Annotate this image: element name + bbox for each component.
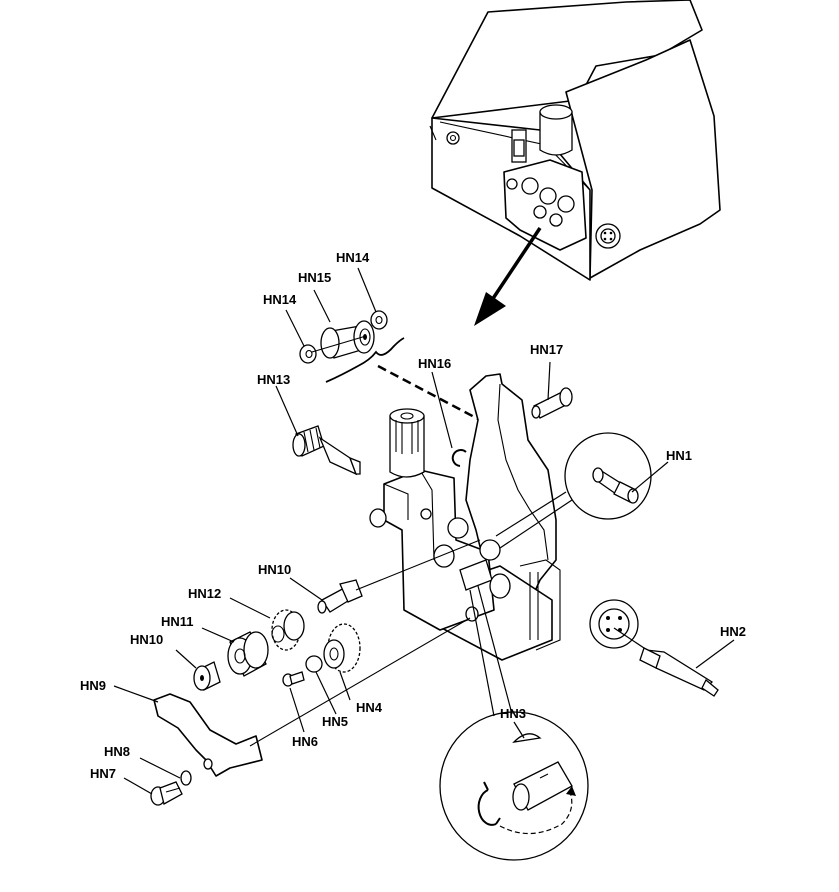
label-hn9: HN9: [80, 678, 106, 693]
label-hn3: HN3: [500, 706, 526, 721]
wire-feeder-assembly: [369, 373, 561, 661]
label-hn5: HN5: [322, 714, 348, 729]
label-hn15: HN15: [298, 270, 331, 285]
detail-arrow: [474, 227, 542, 326]
detail-circle-hn3: [439, 585, 589, 861]
label-hn14-lower: HN14: [263, 292, 297, 307]
welder-cabinet: [429, 0, 721, 281]
pin-hn10-upper: [317, 579, 363, 614]
label-hn10-upper: HN10: [258, 562, 291, 577]
label-hn13: HN13: [257, 372, 290, 387]
screw-hn6: [282, 671, 305, 687]
label-hn2: HN2: [720, 624, 746, 639]
gear-hn12: [271, 609, 305, 651]
label-hn6: HN6: [292, 734, 318, 749]
label-hn11: HN11: [161, 614, 194, 629]
gun-connector-hn2: [589, 599, 719, 697]
label-hn8: HN8: [104, 744, 130, 759]
screw-hn7: [150, 781, 183, 806]
knob-hn10-lower: [193, 661, 221, 691]
shaft-hn13: [292, 425, 361, 476]
gear-hn4: [323, 623, 361, 673]
pin-hn17: [531, 387, 573, 419]
label-hn16: HN16: [418, 356, 451, 371]
assembly-dashed-line: [377, 364, 481, 422]
roll-hn11: [227, 631, 269, 677]
snap-ring-hn16: [451, 449, 467, 467]
label-hn4: HN4: [356, 700, 383, 715]
label-hn1: HN1: [666, 448, 692, 463]
label-hn10-lower: HN10: [130, 632, 163, 647]
label-hn14-upper: HN14: [336, 250, 370, 265]
assembly-lines: [249, 539, 481, 747]
label-hn7: HN7: [90, 766, 116, 781]
leader-lines: [113, 267, 735, 795]
label-hn17: HN17: [530, 342, 563, 357]
drive-roll-set: [299, 310, 405, 383]
bracket-hn9: [153, 693, 263, 777]
washer-hn8: [180, 770, 192, 786]
label-hn12: HN12: [188, 586, 221, 601]
washer-hn5: [305, 655, 323, 673]
detail-circle-hn1: [495, 432, 652, 549]
